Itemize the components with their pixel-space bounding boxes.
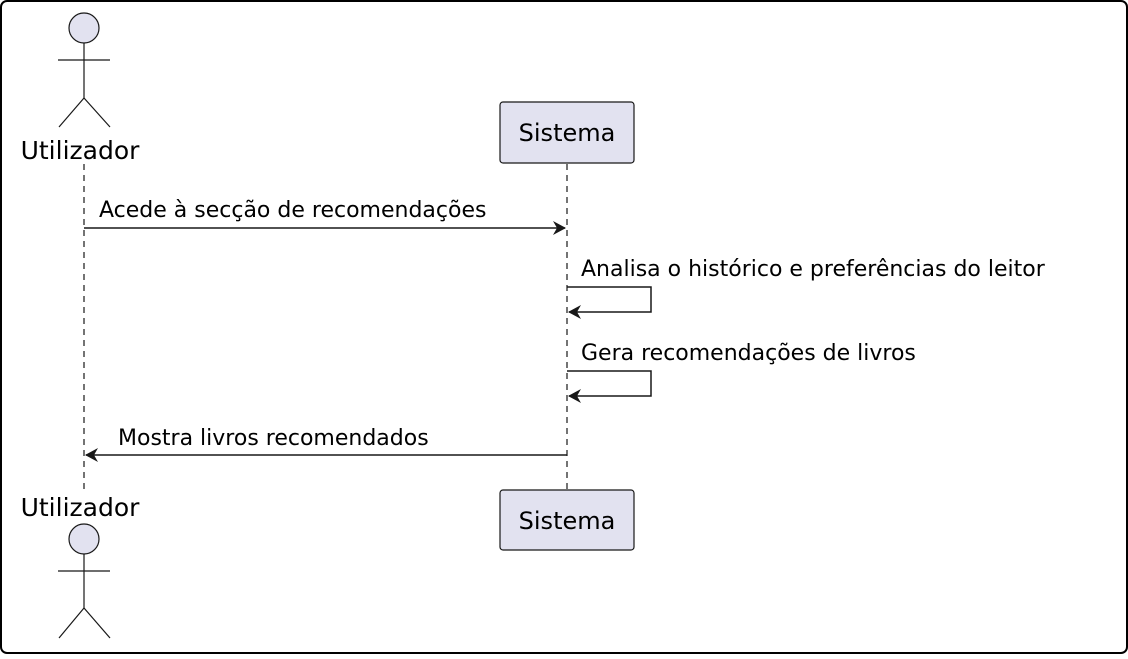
participant-label-bottom: Sistema: [519, 507, 616, 535]
actor-utilizador-top: Utilizador: [21, 12, 141, 165]
participant-label-top: Sistema: [519, 119, 616, 147]
actor-label-top: Utilizador: [21, 136, 141, 165]
message-label: Analisa o histórico e preferências do le…: [581, 257, 1046, 282]
self-message-arrow: [567, 370, 652, 403]
participant-box: [499, 101, 635, 164]
message-label: Mostra livros recomendados: [118, 426, 429, 451]
actor-label-bottom: Utilizador: [21, 493, 141, 522]
actor-leg-right: [83, 607, 111, 639]
participant-sistema-top: Sistema: [499, 101, 635, 164]
message-label: Gera recomendações de livros: [581, 341, 916, 366]
actor-leg-left: [58, 97, 85, 128]
participant-box: [499, 489, 635, 551]
actor-leg-left: [58, 607, 85, 639]
message-4: Mostra livros recomendados: [85, 426, 567, 462]
message-label: Acede à secção de recomendações: [99, 198, 486, 223]
actor-leg-right: [83, 97, 111, 128]
message-3: Gera recomendações de livros: [567, 341, 916, 403]
actor-head: [68, 523, 100, 555]
participant-sistema-bottom: Sistema: [499, 489, 635, 551]
actor-utilizador-bottom: Utilizador: [21, 493, 141, 639]
message-2: Analisa o histórico e preferências do le…: [567, 257, 1046, 319]
actor-head: [68, 12, 100, 44]
message-1: Acede à secção de recomendações: [84, 198, 566, 235]
self-message-arrow: [567, 286, 652, 319]
